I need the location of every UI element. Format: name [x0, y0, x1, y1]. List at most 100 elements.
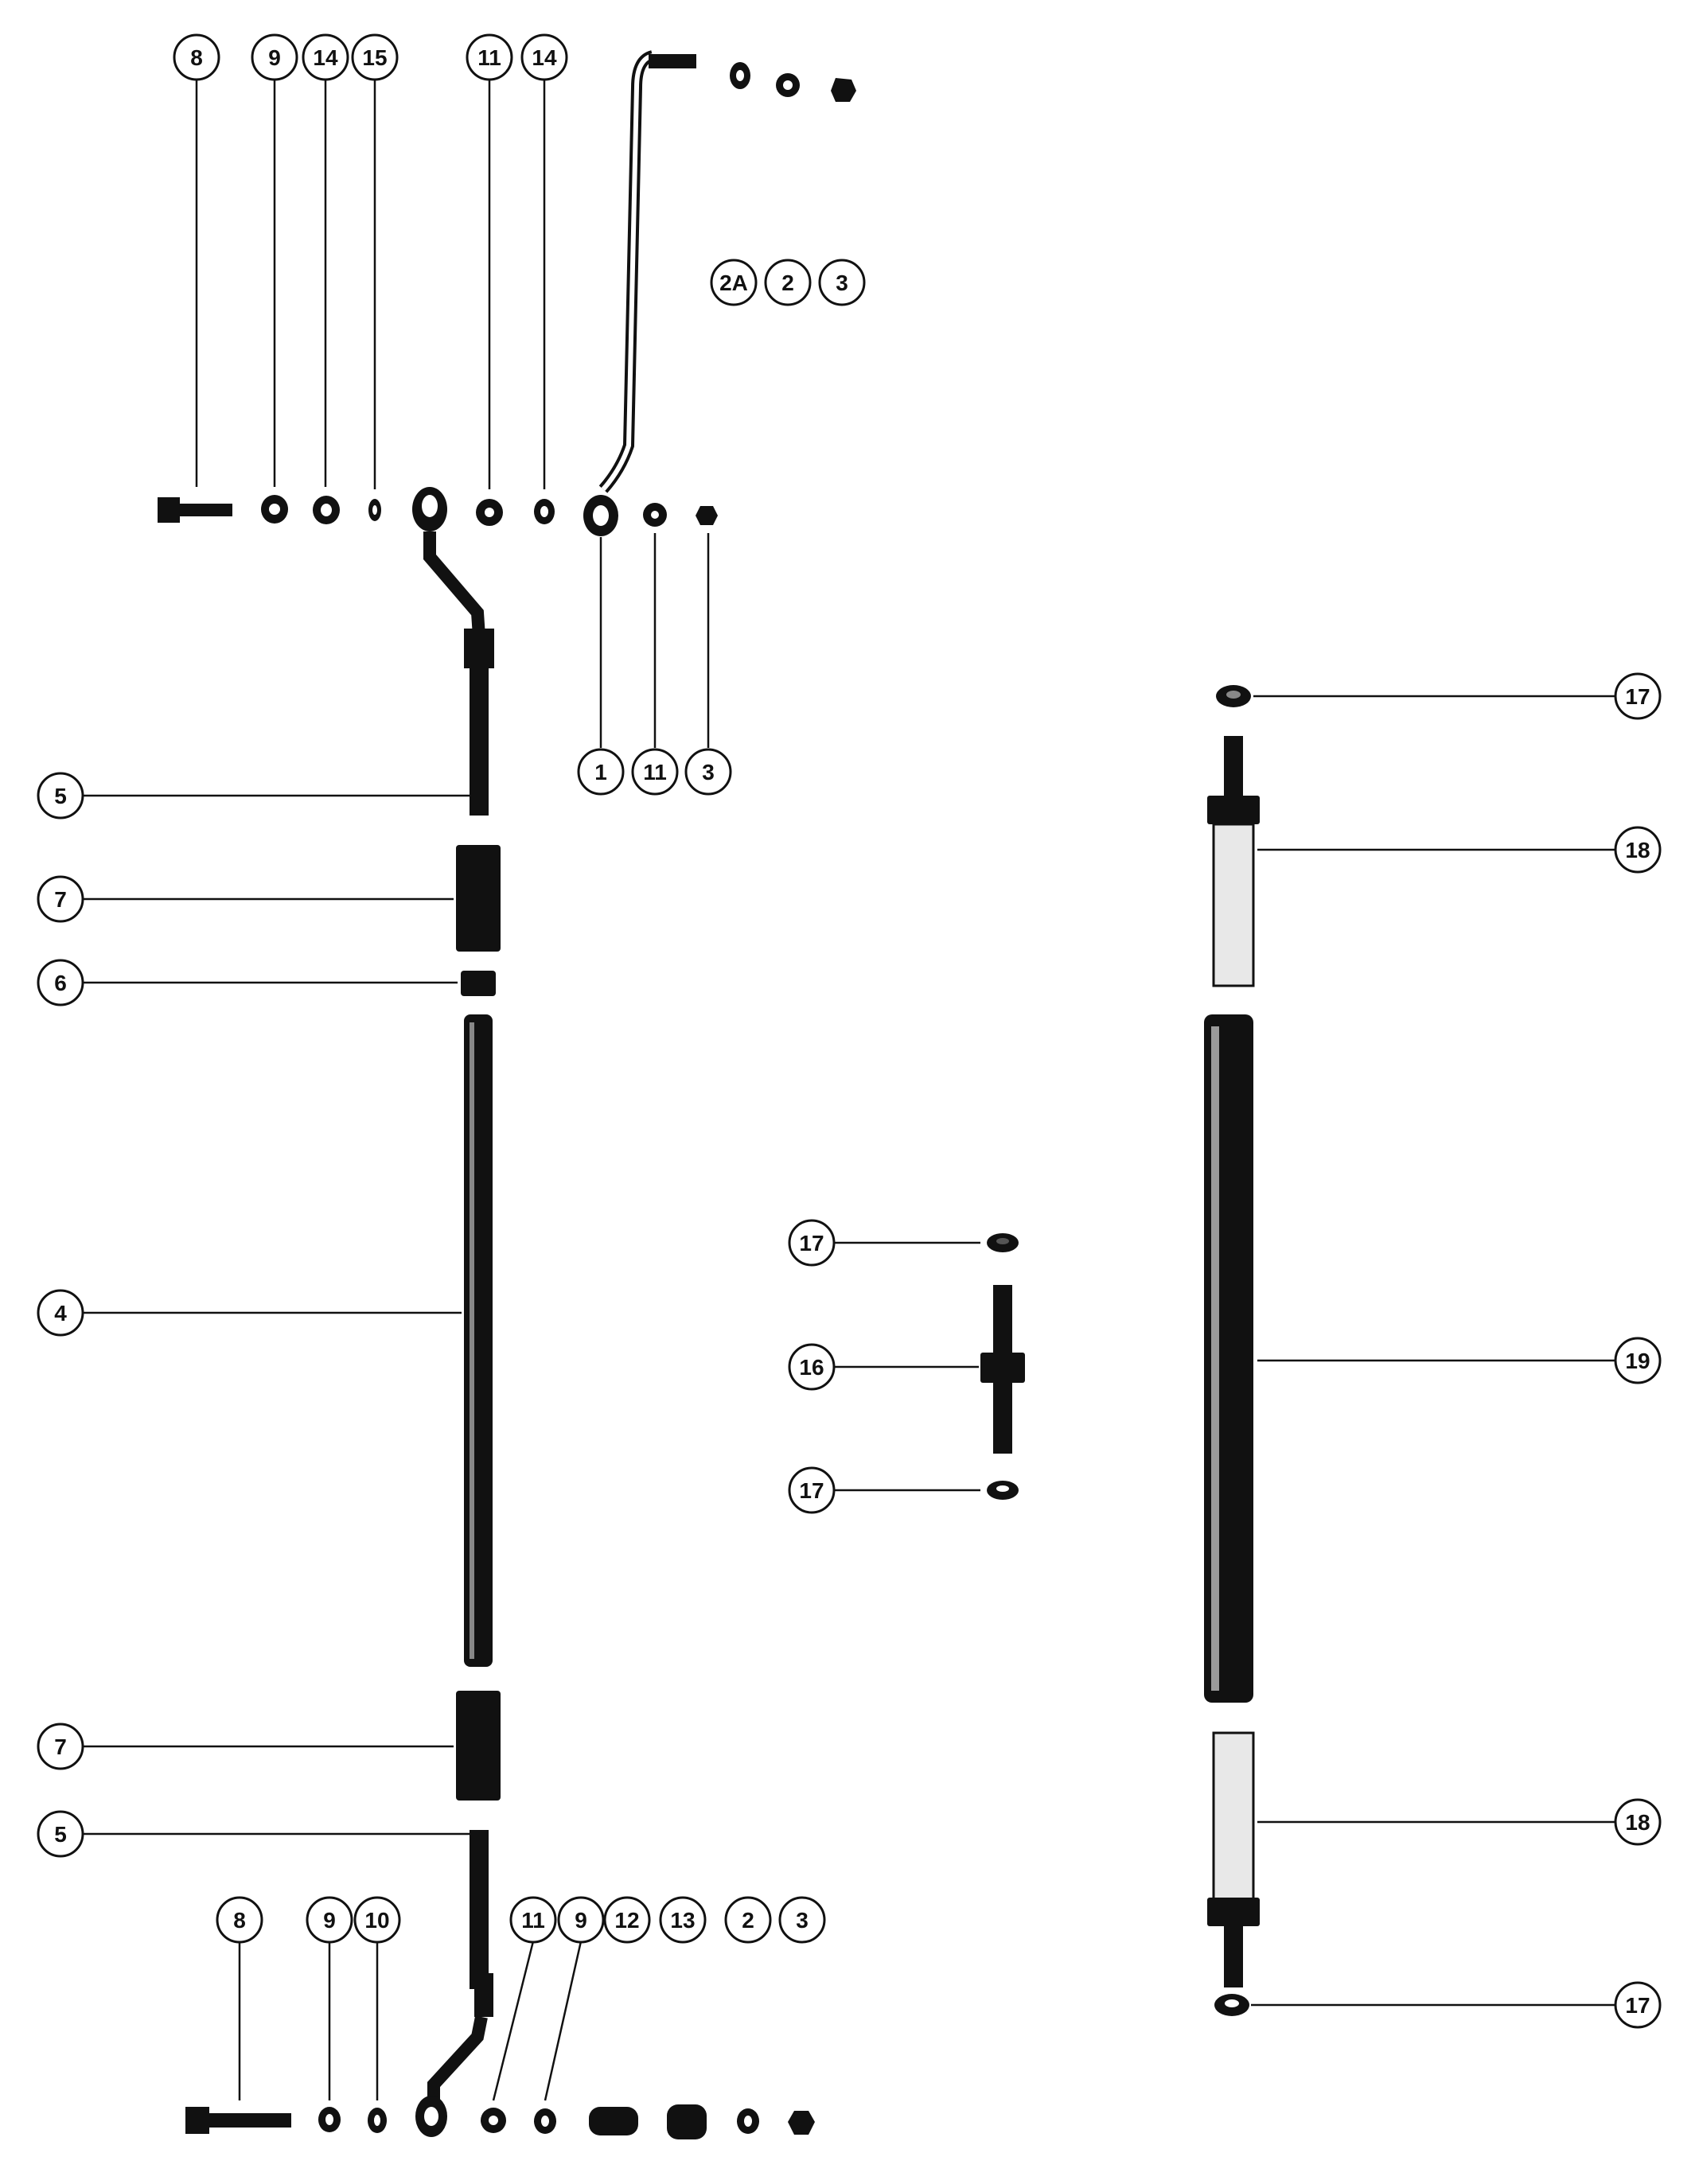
svg-text:3: 3 [796, 1908, 809, 1933]
svg-text:17: 17 [1625, 1993, 1650, 2018]
callout-17-right-top: 17 [1614, 672, 1662, 720]
nut-3-mid [696, 506, 718, 525]
callout-2-bot: 2 [724, 1896, 772, 1944]
callout-7-upper: 7 [37, 875, 84, 923]
callout-14-top-a: 14 [302, 33, 349, 81]
svg-text:12: 12 [614, 1908, 639, 1933]
rod-end-18-upper [1207, 736, 1260, 987]
callout-1: 1 [577, 748, 625, 796]
sleeve-7-upper [456, 845, 501, 952]
callout-11-bot: 11 [509, 1896, 557, 1944]
rod-end-5-upper [412, 487, 494, 816]
svg-text:7: 7 [54, 1734, 67, 1759]
nut-6 [461, 971, 496, 996]
bolt-8-top [158, 497, 232, 523]
callout-11-mid: 11 [631, 748, 679, 796]
washer-2a-top [730, 62, 750, 89]
svg-text:3: 3 [702, 760, 715, 784]
svg-text:19: 19 [1625, 1349, 1650, 1373]
spring-12 [589, 2107, 638, 2135]
svg-text:9: 9 [575, 1908, 587, 1933]
washer-11-bot [481, 2108, 506, 2133]
callout-6: 6 [37, 959, 84, 1006]
svg-text:11: 11 [643, 760, 667, 784]
svg-text:14: 14 [313, 45, 338, 70]
bushing-13 [667, 2104, 707, 2139]
stud-16 [980, 1285, 1025, 1454]
nut-17-right-top [1216, 685, 1251, 707]
svg-text:17: 17 [799, 1231, 824, 1256]
callout-5-lower: 5 [37, 1810, 84, 1858]
callout-9-top: 9 [251, 33, 298, 81]
callout-17-right-bot: 17 [1614, 1981, 1662, 2029]
callout-8-top: 8 [173, 33, 220, 81]
washer-9-top [261, 495, 288, 524]
callout-3-top: 3 [818, 259, 866, 306]
callout-17-center-bot: 17 [788, 1466, 836, 1514]
washer-2-top [776, 73, 800, 97]
svg-text:17: 17 [799, 1478, 824, 1503]
callout-2-top: 2 [764, 259, 812, 306]
bolt-8-bot [185, 2107, 291, 2134]
link-rod-stud [649, 54, 696, 68]
svg-text:10: 10 [364, 1908, 389, 1933]
nut-17-center-top [987, 1233, 1019, 1252]
svg-text:11: 11 [477, 45, 501, 70]
svg-text:18: 18 [1625, 838, 1650, 862]
callout-10: 10 [353, 1896, 401, 1944]
sleeve-7-lower [456, 1691, 501, 1801]
svg-text:2: 2 [742, 1908, 754, 1933]
callout-18-right-top: 18 [1614, 826, 1662, 874]
washer-9-bot-a [318, 2107, 341, 2132]
callout-19: 19 [1614, 1337, 1662, 1384]
callout-9-bot-a: 9 [306, 1896, 353, 1944]
rod-4 [464, 1014, 493, 1667]
callout-5-upper: 5 [37, 772, 84, 819]
callout-12: 12 [603, 1896, 651, 1944]
callout-18-right-bot: 18 [1614, 1798, 1662, 1846]
nut-17-center-bot [987, 1481, 1019, 1500]
svg-text:1: 1 [594, 760, 607, 784]
washer-15-top [368, 499, 381, 521]
svg-text:7: 7 [54, 887, 67, 912]
link-rod-upper [583, 50, 696, 536]
svg-text:5: 5 [54, 1822, 67, 1847]
washer-2-bot [737, 2108, 759, 2134]
svg-text:6: 6 [54, 971, 67, 995]
nut-17-right-bot [1214, 1994, 1249, 2016]
callout-11-top: 11 [466, 33, 513, 81]
svg-text:8: 8 [233, 1908, 246, 1933]
rod-end-18-lower [1207, 1731, 1260, 1987]
washer-14-top-b [534, 499, 555, 524]
svg-text:17: 17 [1625, 684, 1650, 709]
washer-14-top-a [313, 496, 340, 524]
callout-17-center-top: 17 [788, 1219, 836, 1267]
callout-4: 4 [37, 1289, 84, 1337]
rod-end-5-lower [415, 1830, 493, 2137]
nut-3-bot [788, 2111, 815, 2135]
svg-text:13: 13 [670, 1908, 695, 1933]
callout-9-bot-b: 9 [557, 1896, 605, 1944]
svg-text:15: 15 [362, 45, 387, 70]
callout-15-top: 15 [351, 33, 399, 81]
svg-text:3: 3 [836, 271, 848, 295]
svg-text:4: 4 [54, 1301, 67, 1326]
callout-8-bot: 8 [216, 1896, 263, 1944]
washer-11-top [476, 499, 503, 526]
callout-14-top-b: 14 [520, 33, 568, 81]
washer-9-bot-b [534, 2108, 556, 2134]
svg-text:2: 2 [781, 271, 794, 295]
washer-11-mid [643, 503, 667, 527]
svg-text:8: 8 [190, 45, 203, 70]
svg-text:14: 14 [532, 45, 557, 70]
svg-text:18: 18 [1625, 1810, 1650, 1835]
svg-text:9: 9 [323, 1908, 336, 1933]
nut-3-top [831, 78, 856, 102]
svg-text:9: 9 [268, 45, 281, 70]
washer-10 [368, 2108, 387, 2133]
svg-text:2A: 2A [719, 271, 748, 295]
callout-3-bot: 3 [778, 1896, 826, 1944]
tube-19 [1204, 1014, 1253, 1703]
svg-text:5: 5 [54, 784, 67, 808]
